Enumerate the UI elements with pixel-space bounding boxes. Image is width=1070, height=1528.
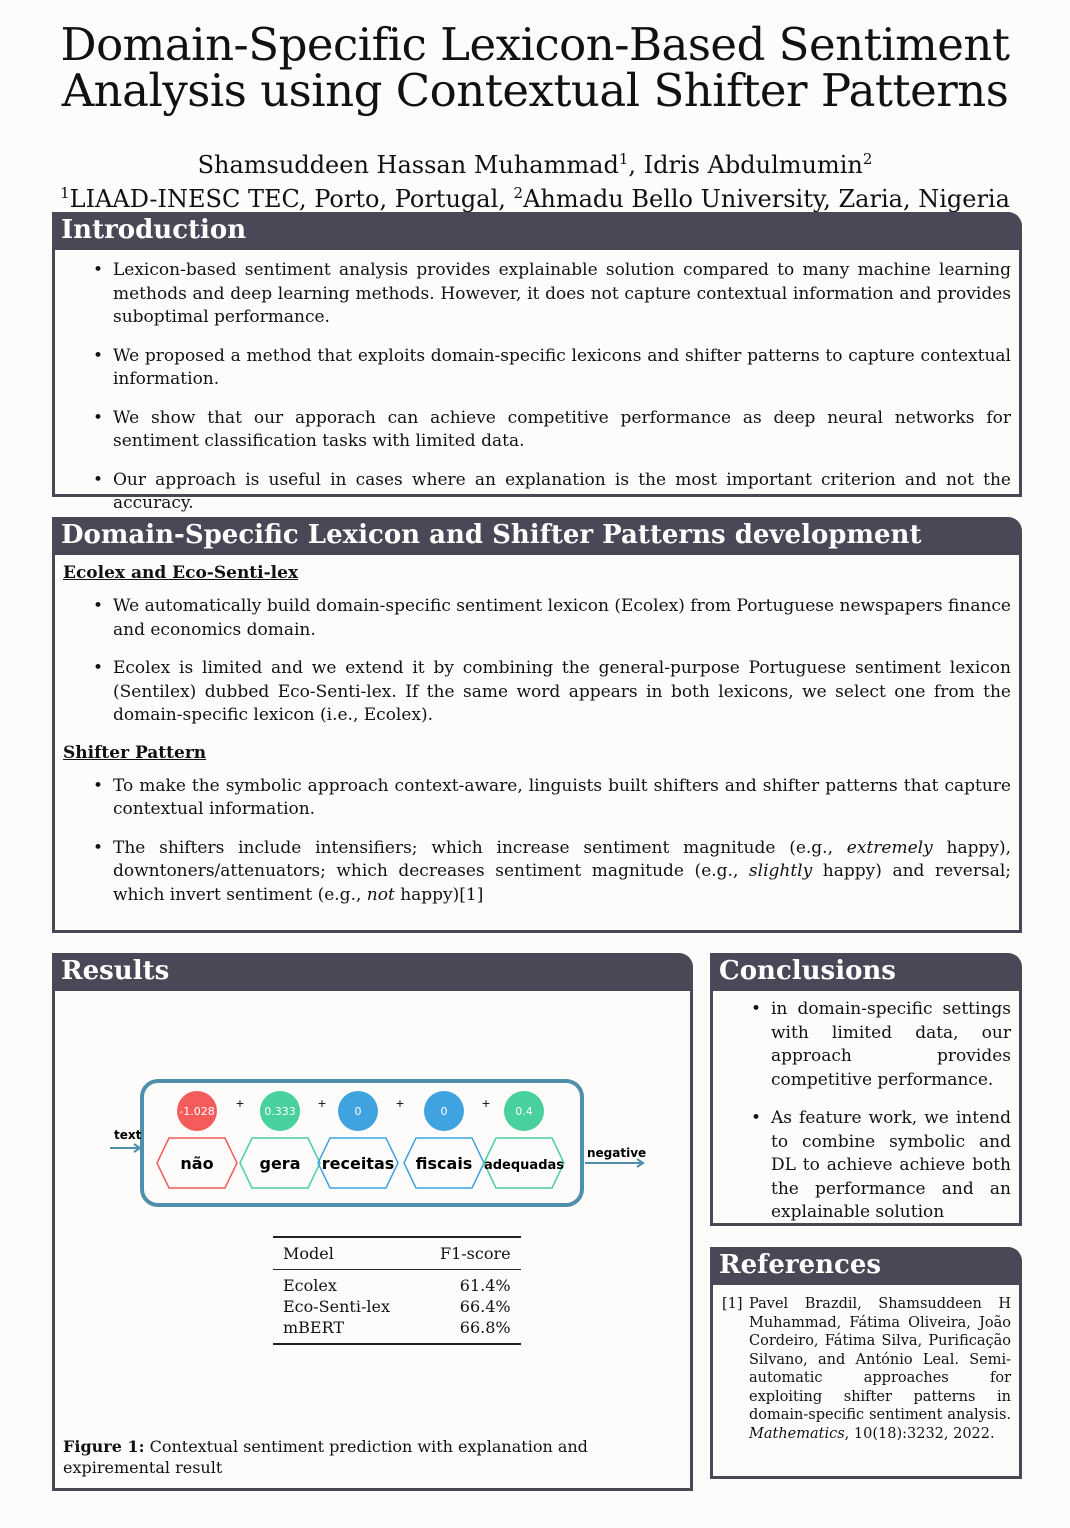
section-heading: Domain-Specific Lexicon and Shifter Patt… [52, 517, 1022, 555]
bullet: As feature work, we intend to combine sy… [751, 1107, 1011, 1225]
development-section: Domain-Specific Lexicon and Shifter Patt… [52, 517, 1022, 933]
ref-tail: , 10(18):3232, 2022. [844, 1425, 995, 1442]
token-word: fiscais [416, 1154, 473, 1173]
token-hexagon [239, 1137, 321, 1189]
author-sup: 2 [862, 150, 873, 168]
token-hexagon [317, 1137, 399, 1189]
col-header: F1-score [439, 1244, 511, 1263]
score-value: -1.028 [179, 1105, 214, 1118]
bullet: The shifters include intensifiers; which… [93, 837, 1011, 908]
bullet: Our approach is useful in cases where an… [93, 469, 1011, 516]
plus-sign: + [317, 1097, 326, 1110]
conclusions-section: Conclusions in domain-specific settings … [710, 953, 1022, 1226]
section-heading: Introduction [52, 212, 1022, 250]
bullet: We automatically build domain-specific s… [93, 595, 1011, 642]
ref-journal: Mathematics [749, 1425, 845, 1442]
bullet: Lexicon-based sentiment analysis provide… [93, 259, 1011, 330]
text: happy)[1] [394, 884, 484, 905]
section-heading: Results [52, 953, 693, 991]
author-name: Shamsuddeen Hassan Muhammad [197, 151, 619, 179]
affil-sup: 2 [513, 184, 524, 202]
text: The shifters include intensifiers; which… [113, 837, 847, 858]
input-arrowhead [133, 1143, 142, 1153]
score-value: 0.4 [515, 1105, 533, 1118]
output-label: negative [587, 1146, 646, 1160]
emph: extremely [846, 837, 933, 858]
intro-section: Introduction Lexicon-based sentiment ana… [52, 212, 1022, 513]
plus-sign: + [395, 1097, 404, 1110]
caption-text: Contextual sentiment prediction with exp… [63, 1437, 588, 1477]
ref-text: Pavel Brazdil, Shamsuddeen H Muhammad, F… [749, 1296, 1011, 1423]
token-word: não [180, 1154, 213, 1173]
diagram-frame [140, 1079, 584, 1207]
score-badge [260, 1091, 300, 1131]
reference-item: [1] Pavel Brazdil, Shamsuddeen H Muhammad… [713, 1285, 1019, 1443]
cell: mBERT [283, 1318, 345, 1337]
bullet: To make the symbolic approach context-aw… [93, 775, 1011, 822]
score-value: 0 [441, 1105, 448, 1118]
cell: 66.8% [459, 1318, 511, 1337]
subheading: Shifter Pattern [63, 742, 207, 763]
text: happy), downtoners/attenuators; which de… [113, 837, 1011, 882]
results-section: Results text negative -1.028 não +0.333 gera +… [52, 953, 693, 1491]
text: happy) and reversal; which invert sentim… [113, 861, 1011, 905]
bullet: Ecolex is limited and we extend it by co… [93, 657, 1011, 728]
authors: Shamsuddeen Hassan Muhammad1, Idris Abdu… [197, 150, 873, 179]
figure-caption: Figure 1: Contextual sentiment predictio… [63, 1436, 682, 1478]
caption-label: Figure 1: [63, 1437, 145, 1456]
section-heading: Conclusions [710, 953, 1022, 991]
plus-sign: + [235, 1097, 244, 1110]
input-label: text [114, 1128, 142, 1142]
section-heading: References [710, 1247, 1022, 1285]
emph: not [366, 884, 395, 905]
score-badge [338, 1091, 378, 1131]
col-header: Model [283, 1244, 334, 1263]
bullet: We show that our apporach can achieve co… [93, 407, 1011, 454]
affiliations: 1LIAAD-INESC TEC, Porto, Portugal, 2Ahma… [60, 184, 1010, 213]
cell: Eco-Senti-lex [283, 1297, 390, 1316]
affiliation: LIAAD-INESC TEC, Porto, Portugal [69, 185, 499, 213]
score-value: 0 [355, 1105, 362, 1118]
affil-sup: 1 [60, 184, 70, 202]
cell: 66.4% [459, 1297, 511, 1316]
affiliation: Ahmadu Bello University, Zaria, Nigeria [523, 185, 1010, 213]
cell: 61.4% [459, 1276, 511, 1295]
token-hexagon [483, 1137, 565, 1189]
title-line: Analysis using Contextual Shifter Patter… [61, 64, 1009, 117]
output-arrowhead [636, 1158, 645, 1168]
token-word: adequadas [484, 1158, 564, 1173]
author-sup: 1 [618, 150, 629, 168]
bullet: We proposed a method that exploits domai… [93, 345, 1011, 392]
plus-sign: + [481, 1097, 490, 1110]
score-badge [504, 1091, 544, 1131]
cell: Ecolex [283, 1276, 337, 1295]
results-table: Model F1-score Ecolex 61.4% Eco-Senti-lex 6… [273, 1236, 521, 1345]
score-badge [177, 1091, 217, 1131]
sentiment-diagram: text negative -1.028 não +0.333 gera +0 receita… [110, 1079, 646, 1207]
token-hexagon [156, 1137, 238, 1189]
emph: slightly [748, 861, 813, 881]
author-name: Idris Abdulmumin [643, 151, 863, 179]
subheading: Ecolex and Eco-Senti-lex [63, 563, 299, 583]
bullet: in domain-specific settings with limited… [751, 998, 1011, 1092]
ref-number: [1] [722, 1296, 743, 1312]
score-value: 0.333 [264, 1105, 296, 1118]
references-section: References [1] Pavel Brazdil, Shamsuddeen… [710, 1247, 1022, 1479]
token-word: receitas [322, 1154, 395, 1173]
title-line: Domain-Specific Lexicon-Based Sentiment [60, 18, 1010, 71]
score-badge [424, 1091, 464, 1131]
token-word: gera [260, 1154, 301, 1173]
